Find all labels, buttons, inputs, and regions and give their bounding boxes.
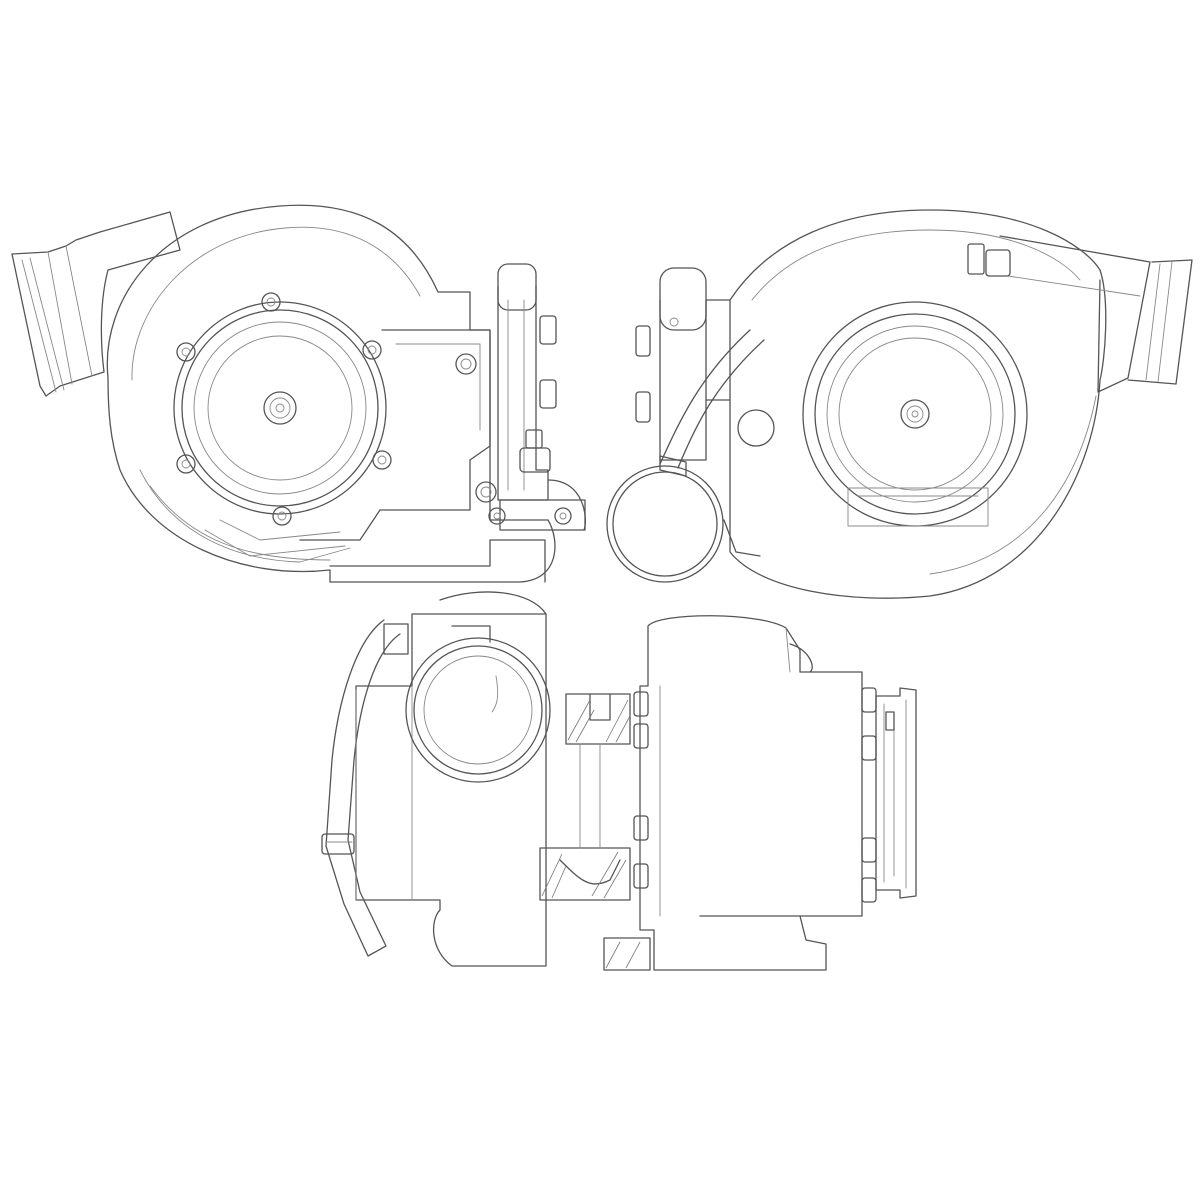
flange-bolts: [633, 687, 877, 903]
turbine-foot: [329, 539, 546, 583]
compressor-scroll-outline: [729, 209, 1107, 599]
top-turbine-housing: [639, 615, 863, 971]
view-turbine-side: [11, 204, 586, 583]
compressor-outlet-duct: [999, 235, 1151, 393]
top-oil-tube: [325, 619, 401, 957]
view-top: [321, 591, 917, 971]
compressor-nut: [263, 391, 297, 425]
top-compressor-housing: [355, 613, 547, 967]
cover-bolts: [176, 292, 392, 526]
turbine-scroll-outline: [106, 204, 556, 583]
view-compressor-side: [606, 209, 1193, 599]
top-compressor-inlet-outer: [405, 637, 551, 783]
oil-return-tube: [606, 267, 765, 583]
turbine-inlet-pipe: [11, 211, 181, 397]
turbine-scroll-lower: [139, 469, 351, 563]
actuator-bracket: [299, 329, 491, 541]
oil-drain-ring: [606, 465, 724, 583]
top-outlet-flange: [875, 687, 917, 899]
center-housing-section: [539, 693, 651, 971]
compressor-face-outer: [802, 301, 1028, 527]
compressor-cover-outer: [173, 301, 387, 515]
compressor-shaft-nut: [900, 399, 930, 429]
turbine-scroll-inner: [131, 226, 421, 381]
wastegate-linkage: [488, 263, 586, 531]
